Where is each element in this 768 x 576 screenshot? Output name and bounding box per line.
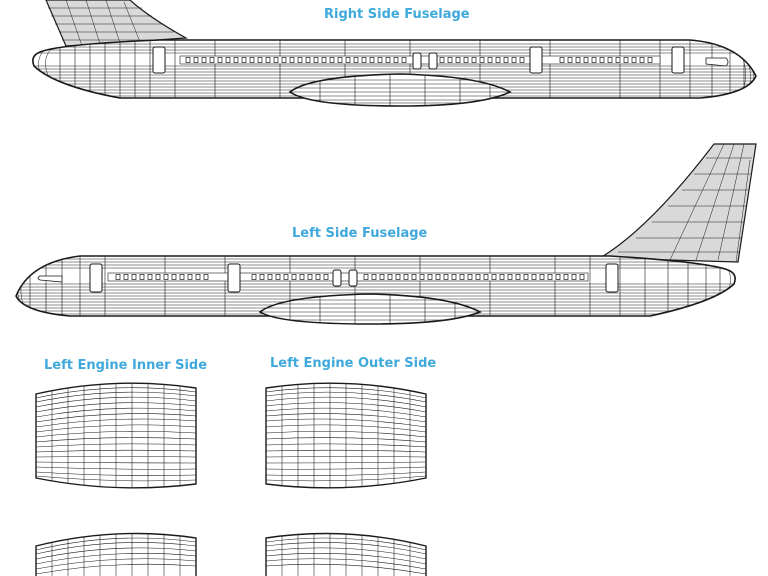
right-fuselage-label: Right Side Fuselage [324,7,470,22]
right-fuselage [32,0,757,107]
left-doors [89,263,619,293]
engine-outer-label: Left Engine Outer Side [270,356,437,371]
left-tail-grid [618,143,752,263]
engine-outer-top [265,382,427,489]
left-windows [115,274,585,280]
left-fuselage-label: Left Side Fuselage [292,226,428,241]
right-windows [185,57,653,63]
left-fuselage [15,143,757,325]
right-tail-fin [45,0,189,47]
engine-inner-bottom [35,532,197,576]
right-doors [152,46,685,74]
left-tail-fin [597,143,757,263]
engine-outer-bottom [265,532,427,576]
engine-inner-label: Left Engine Inner Side [44,358,208,373]
engine-inner-top [35,382,197,489]
right-tail-grid [48,0,182,47]
